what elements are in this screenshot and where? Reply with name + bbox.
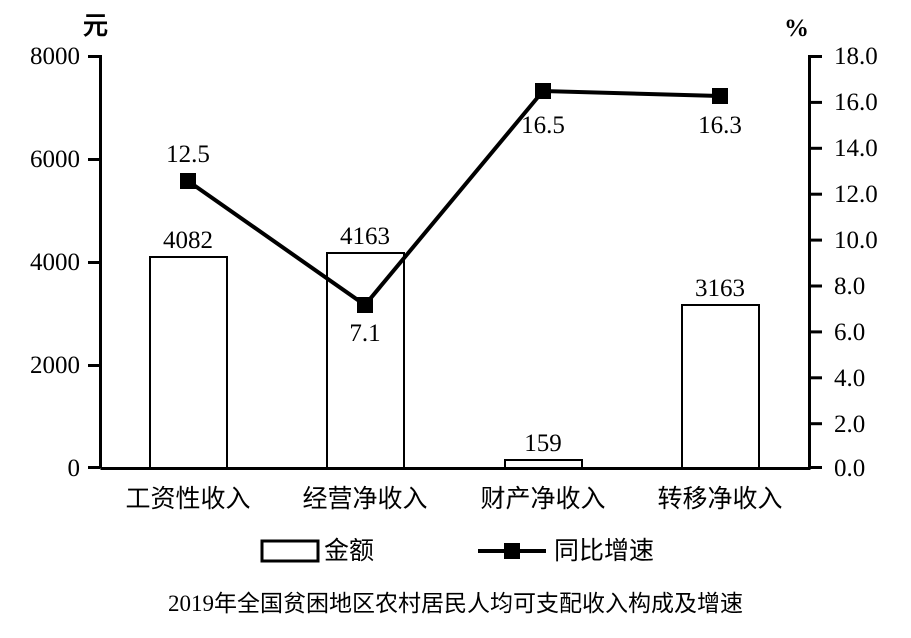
category-label-4: 转移净收入	[657, 486, 783, 513]
right-tick-4: 4.0	[834, 365, 866, 392]
category-label-3: 财产净收入	[480, 486, 606, 513]
chart-title: 2019年全国贫困地区农村居民人均可支配收入构成及增速	[168, 591, 743, 616]
left-tick-4000: 4000	[30, 249, 80, 276]
marker-point-1	[180, 173, 196, 189]
line-value-label-2: 7.1	[349, 320, 381, 347]
bar-zhuan-yi-jing-shou-ru	[681, 304, 760, 469]
right-tick-18: 18.0	[834, 43, 878, 70]
right-tick-16: 16.0	[834, 89, 878, 116]
right-tick-6: 6.0	[834, 319, 866, 346]
right-axis-ticks	[810, 55, 822, 469]
right-axis-unit-label: %	[784, 15, 809, 42]
line-value-label-4: 16.3	[698, 112, 742, 139]
bar-series	[149, 252, 760, 469]
category-label-1: 工资性收入	[125, 486, 251, 513]
legend-item-label-amount[interactable]: 金额	[324, 538, 375, 565]
right-tick-12: 12.0	[834, 181, 878, 208]
left-axis-unit-label: 元	[83, 13, 109, 40]
right-tick-10: 10.0	[834, 227, 878, 254]
left-tick-6000: 6000	[30, 146, 80, 173]
legend-item-label-growth[interactable]: 同比增速	[554, 538, 655, 565]
left-tick-2000: 2000	[30, 352, 80, 379]
legend-marker-swatch	[504, 543, 520, 559]
line-value-label-1: 12.5	[166, 141, 210, 168]
growth-rate-markers	[180, 83, 728, 313]
marker-point-2	[357, 297, 373, 313]
line-value-label-3: 16.5	[521, 112, 565, 139]
marker-point-3	[535, 83, 551, 99]
left-tick-8000: 8000	[30, 43, 80, 70]
left-tick-0: 0	[67, 455, 81, 482]
bar-value-label-4: 3163	[695, 275, 745, 302]
bar-jing-ying-jing-shou-ru	[326, 252, 405, 469]
bar-cai-chan-jing-shou-ru	[504, 459, 583, 469]
legend-glyphs	[260, 539, 546, 563]
right-tick-14: 14.0	[834, 135, 878, 162]
legend-bar-swatch	[260, 539, 320, 563]
category-label-2: 经营净收入	[302, 486, 428, 513]
bar-value-label-2: 4163	[340, 223, 390, 250]
right-tick-2: 2.0	[834, 411, 866, 438]
bar-value-label-1: 4082	[163, 227, 213, 254]
bar-value-label-3: 159	[524, 430, 562, 457]
right-tick-0: 0.0	[834, 455, 866, 482]
bar-gong-zi-xing-shou-ru	[149, 256, 228, 469]
right-tick-8: 8.0	[834, 273, 866, 300]
growth-rate-line	[186, 88, 721, 308]
marker-point-4	[712, 88, 728, 104]
left-axis-ticks	[88, 55, 100, 469]
